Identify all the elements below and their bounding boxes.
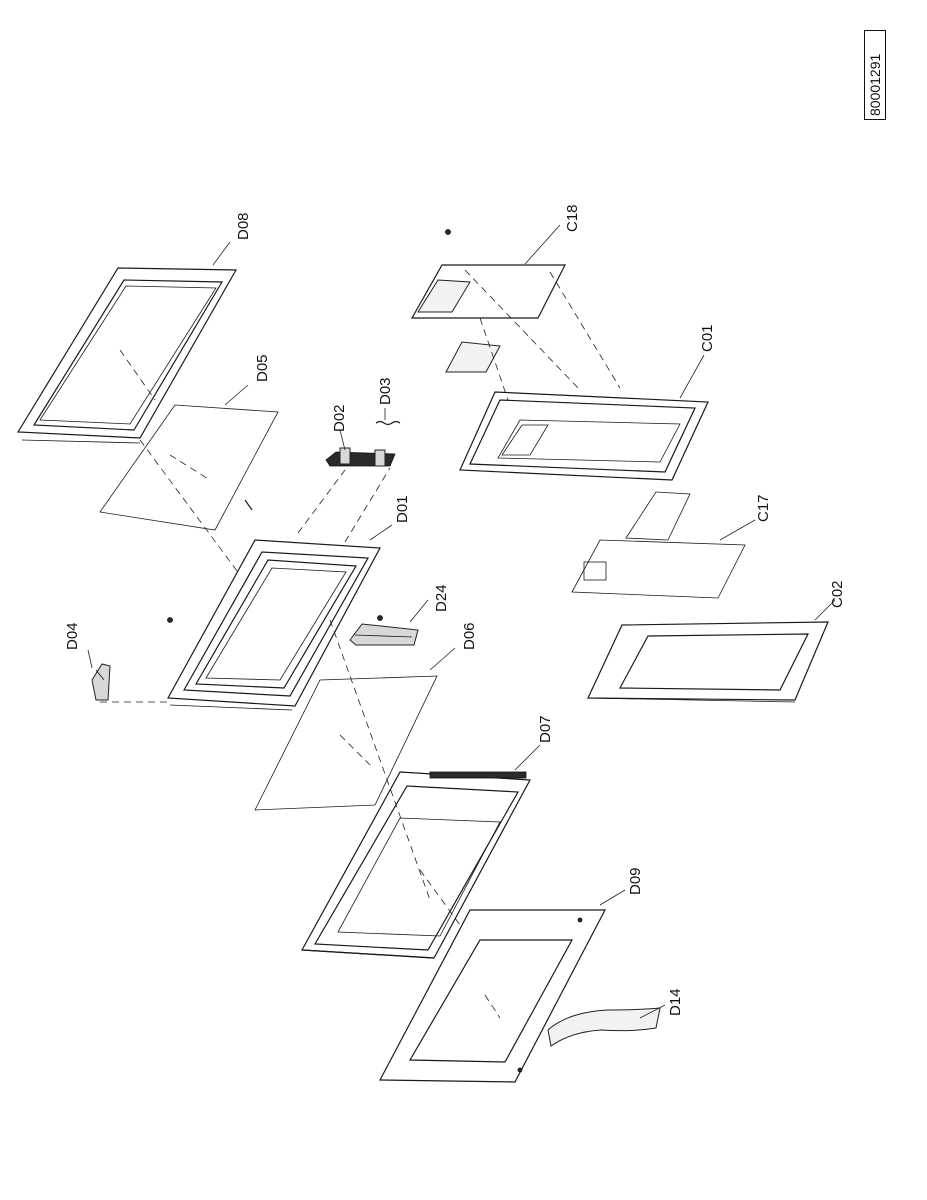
part-d03-spring: [375, 408, 401, 426]
label-c18: C18: [564, 204, 581, 232]
part-c18-panel: [410, 224, 621, 401]
part-d01-frame: [100, 467, 393, 711]
part-d09-glass-door: [379, 889, 626, 1083]
label-d24: D24: [433, 584, 450, 612]
part-c17-membrane: [571, 491, 756, 599]
part-d08-frame: [16, 241, 238, 444]
part-d24-bar: [349, 599, 429, 646]
document-id-frame: [864, 30, 886, 120]
label-d03: D03: [377, 377, 394, 405]
label-c01: C01: [699, 324, 716, 352]
label-d08: D08: [235, 212, 252, 240]
label-d14: D14: [667, 988, 684, 1016]
part-c02-cover: [587, 599, 836, 703]
label-d04: D04: [64, 622, 81, 650]
label-d02: D02: [331, 404, 348, 432]
part-d06-glass: [254, 619, 456, 901]
part-d04-hinge: [87, 649, 111, 701]
label-d05: D05: [254, 354, 271, 382]
label-d09: D09: [627, 867, 644, 895]
label-d06: D06: [461, 622, 478, 650]
part-d07-door: [301, 744, 541, 959]
label-c02: C02: [829, 580, 846, 608]
label-d01: D01: [394, 495, 411, 523]
part-d14-handle: [547, 1004, 666, 1047]
part-d02-hook: [325, 429, 396, 467]
label-d07: D07: [537, 715, 554, 743]
part-c01-frame: [459, 354, 709, 481]
label-c17: C17: [755, 494, 772, 522]
part-d05-glass: [99, 384, 279, 576]
